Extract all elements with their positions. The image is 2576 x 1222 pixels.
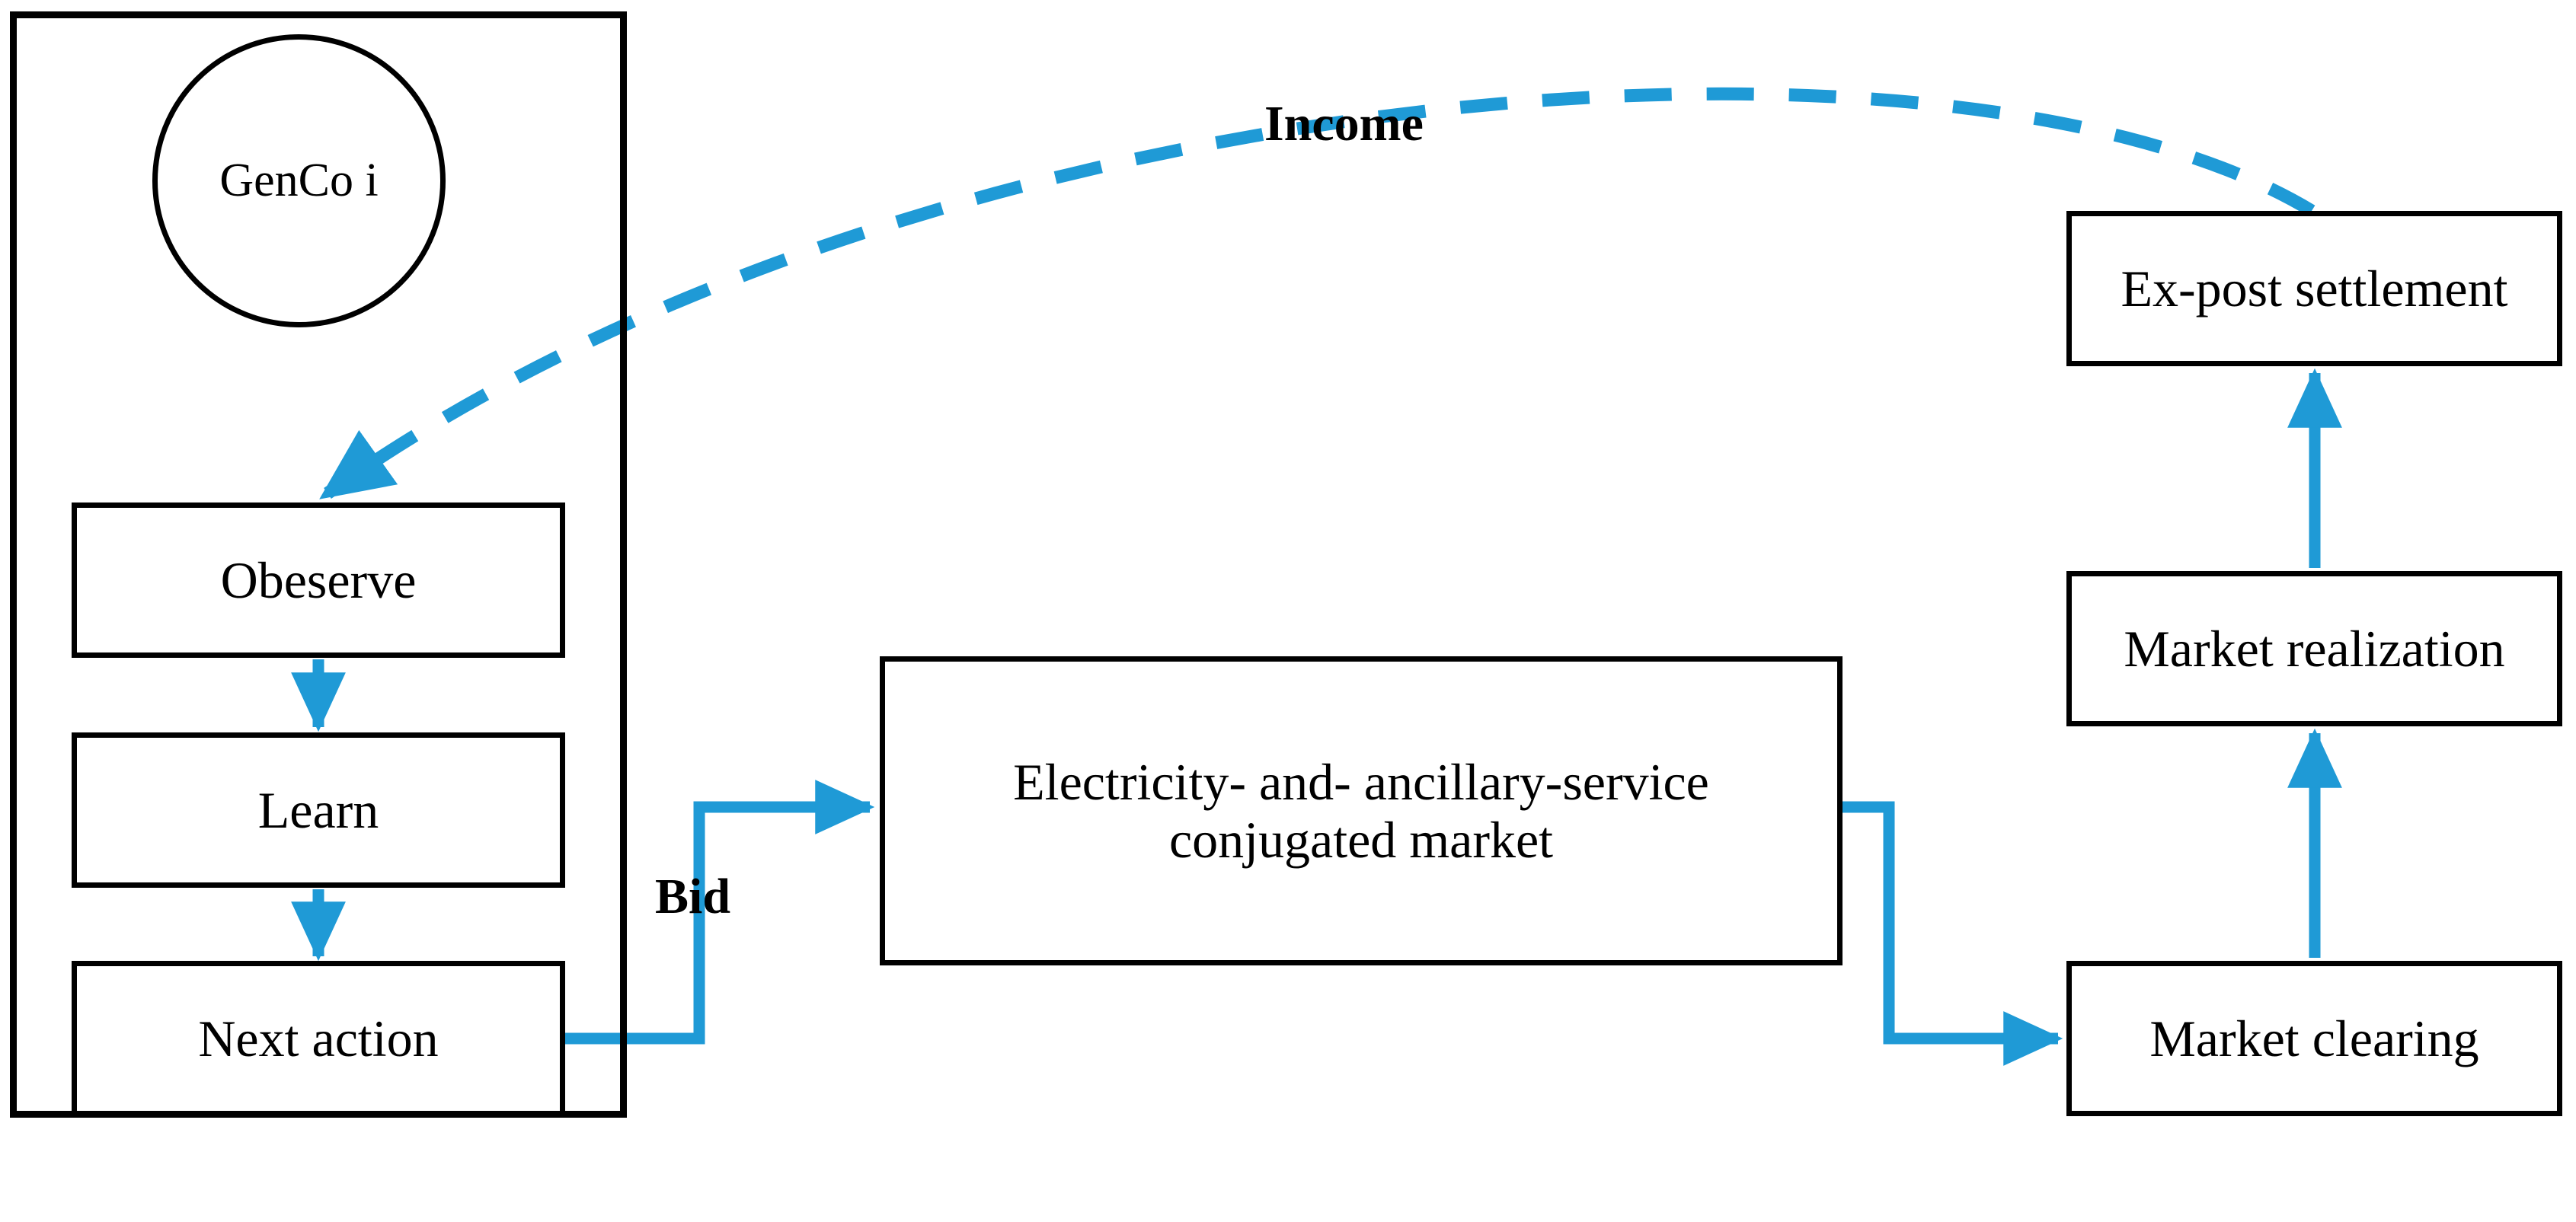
node-next-action[interactable]: Next action	[72, 961, 565, 1116]
node-observe-label: Obeserve	[220, 550, 417, 609]
node-learn-label: Learn	[257, 780, 379, 839]
node-conjugated-market-label: Electricity- and- ancillary-service conj…	[1013, 752, 1709, 869]
node-market-clearing-label: Market clearing	[2149, 1009, 2479, 1067]
node-next-action-label: Next action	[198, 1009, 439, 1067]
node-learn[interactable]: Learn	[72, 732, 565, 888]
node-genco[interactable]: GenCo i	[152, 34, 446, 327]
node-genco-label: GenCo i	[219, 155, 379, 206]
node-observe[interactable]: Obeserve	[72, 503, 565, 658]
node-market-clearing[interactable]: Market clearing	[2066, 961, 2562, 1116]
edge-label-bid: Bid	[655, 869, 731, 924]
edge-market-to-clearing	[1843, 801, 2063, 1066]
node-market-realization[interactable]: Market realization	[2066, 571, 2562, 726]
node-ex-post-settlement-label: Ex-post settlement	[2121, 259, 2508, 317]
node-market-realization-label: Market realization	[2124, 619, 2505, 678]
node-conjugated-market[interactable]: Electricity- and- ancillary-service conj…	[880, 656, 1843, 965]
node-ex-post-settlement[interactable]: Ex-post settlement	[2066, 211, 2562, 366]
edge-label-income: Income	[1264, 96, 1424, 152]
